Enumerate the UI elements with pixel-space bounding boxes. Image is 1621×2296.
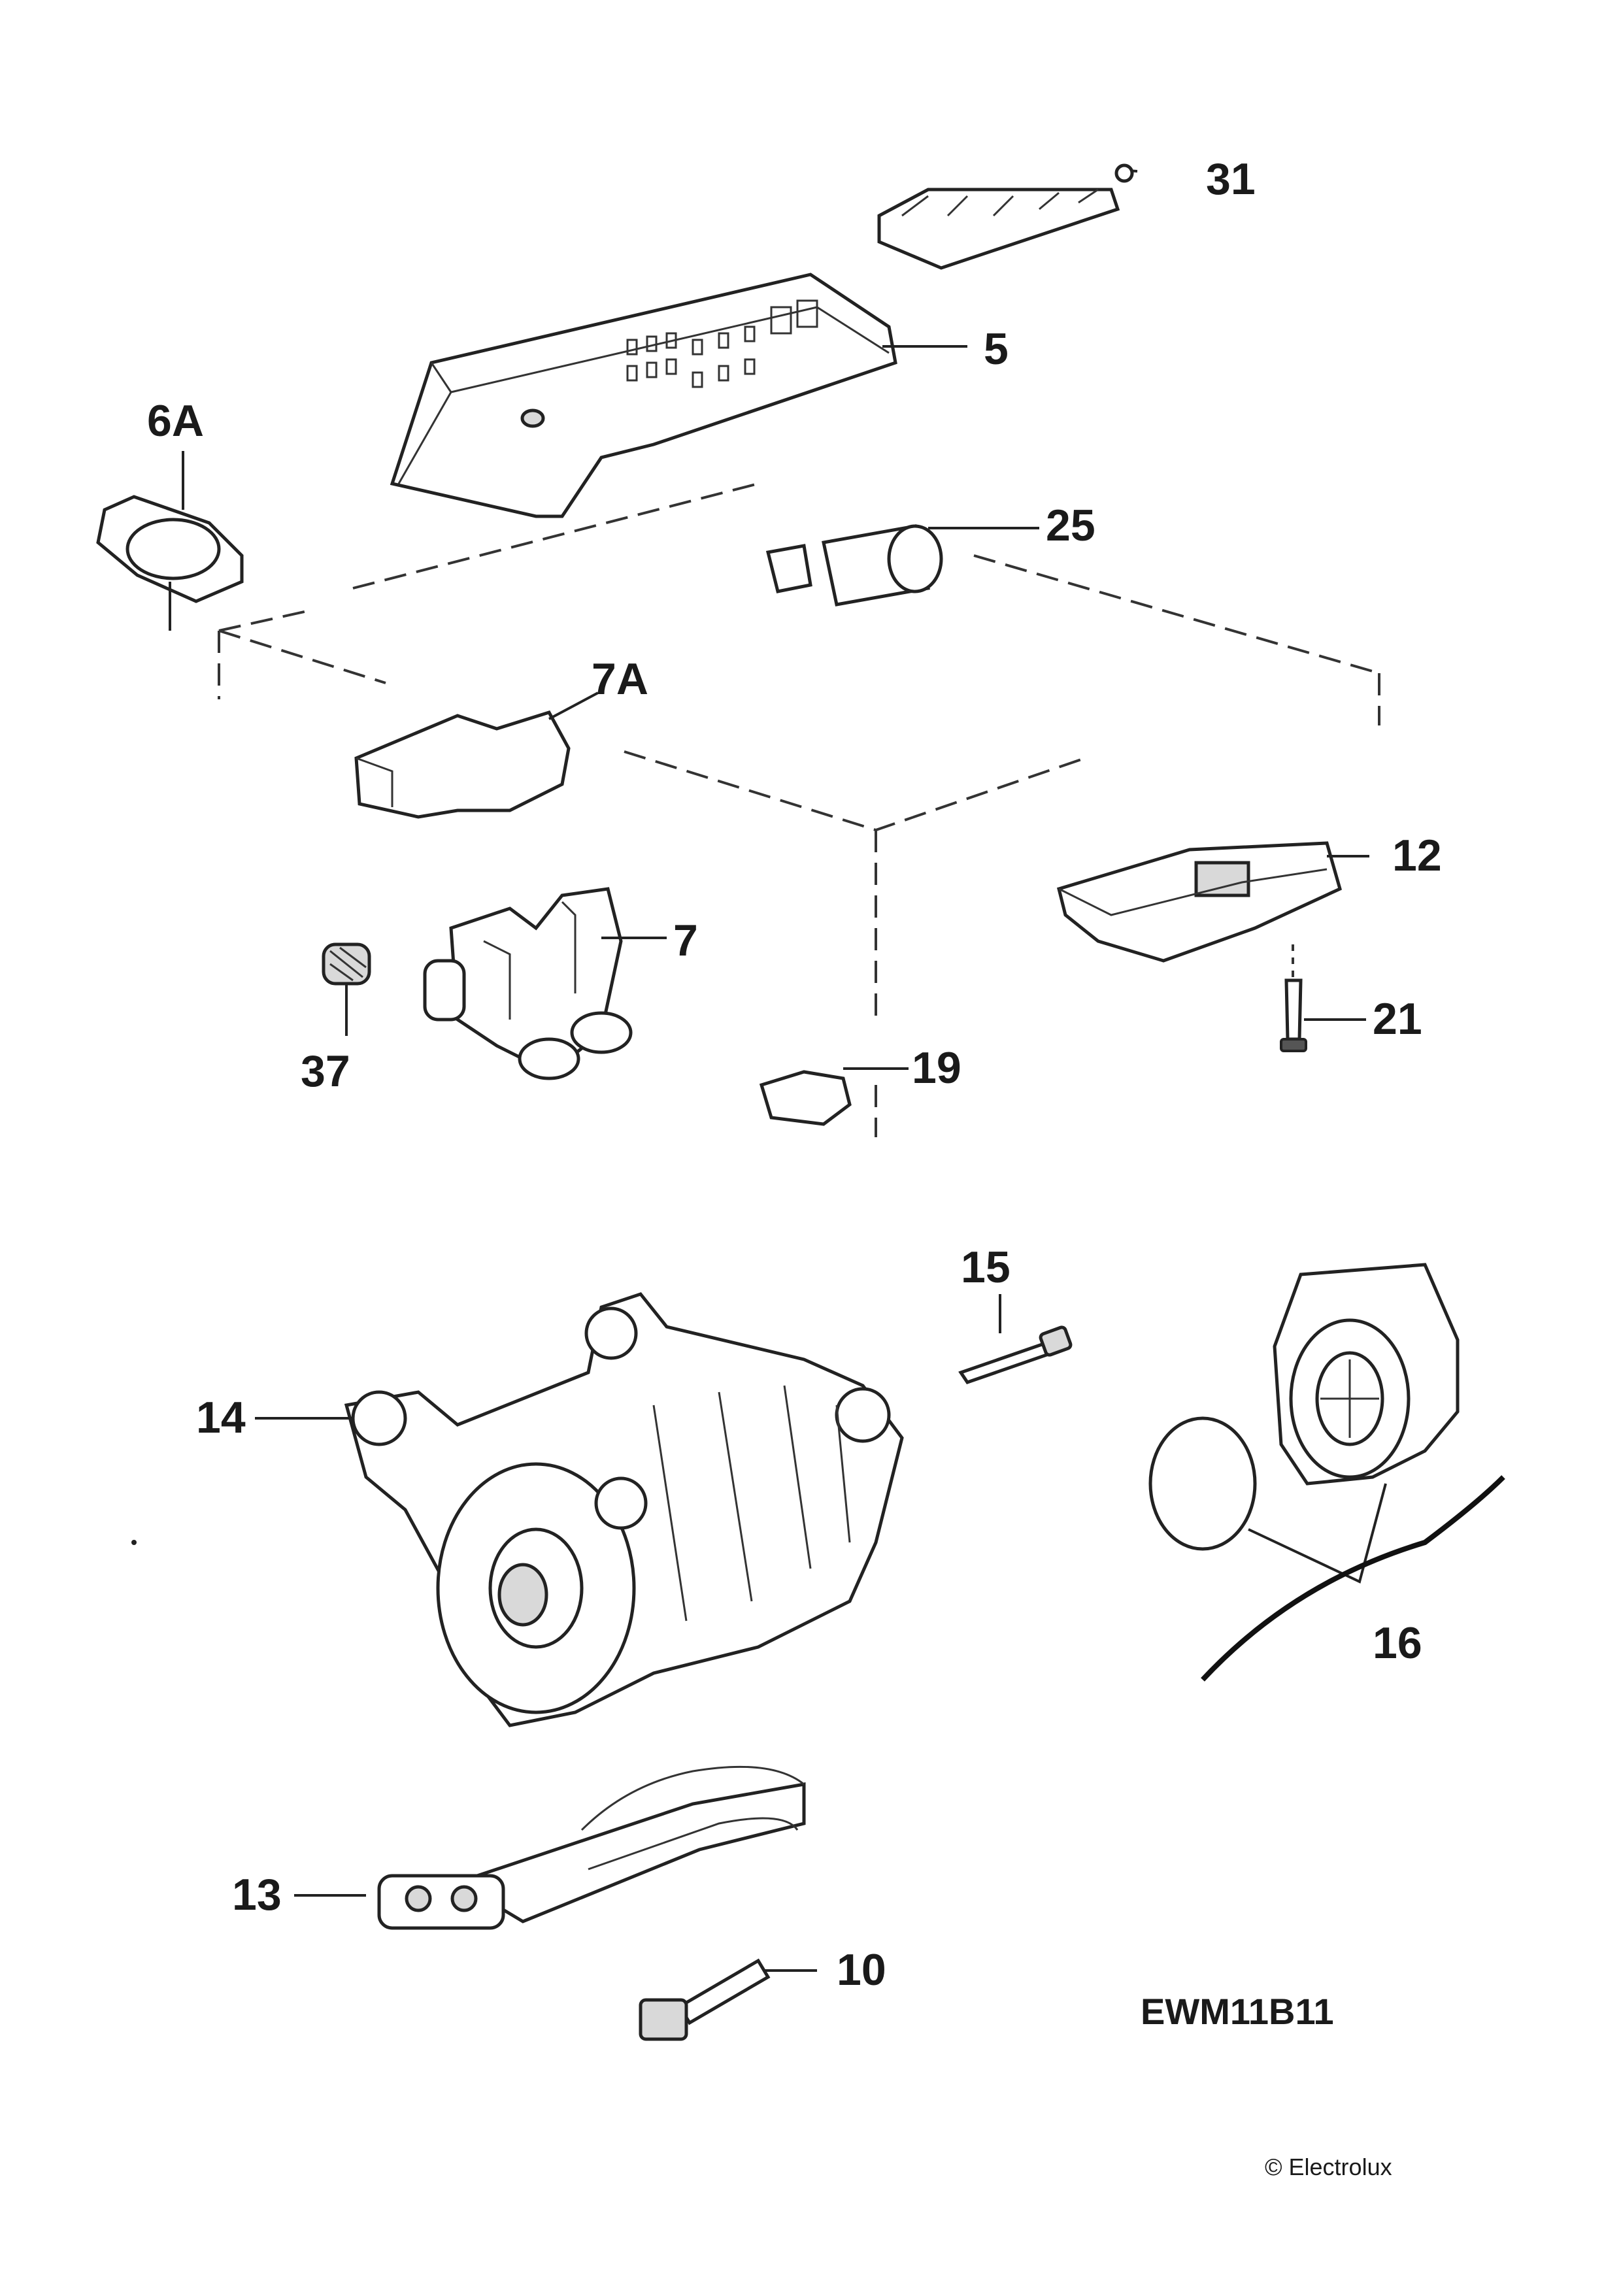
- part-19-connector[interactable]: [759, 1067, 909, 1126]
- part-16-drain-pump[interactable]: [1148, 1263, 1505, 1682]
- label-part-15: 15: [961, 1242, 1011, 1292]
- ink-dot: [131, 1540, 137, 1545]
- part-12-door-interlock[interactable]: [1056, 841, 1369, 963]
- label-part-5: 5: [984, 324, 1009, 374]
- label-part-25: 25: [1046, 501, 1095, 550]
- label-part-12: 12: [1392, 831, 1442, 880]
- part-7-inlet-valve[interactable]: [423, 887, 667, 1080]
- part-25-capacitor[interactable]: [765, 524, 1039, 607]
- part-14-motor[interactable]: [255, 1292, 904, 1727]
- part-13-heating-element[interactable]: [294, 1765, 806, 1930]
- label-part-31: 31: [1206, 154, 1256, 204]
- label-part-7A: 7A: [592, 654, 648, 704]
- label-part-13: 13: [232, 1870, 282, 1920]
- assembly-outline: [218, 482, 1380, 1137]
- label-part-14: 14: [196, 1393, 246, 1442]
- label-part-19: 19: [912, 1043, 961, 1093]
- part-5-control-board[interactable]: [390, 273, 967, 518]
- copyright-notice: © Electrolux: [1265, 2154, 1392, 2180]
- label-part-6A: 6A: [147, 396, 204, 446]
- label-part-7: 7: [673, 916, 698, 965]
- part-6A-pressure-switch[interactable]: [96, 451, 244, 631]
- label-part-10: 10: [837, 1945, 886, 1995]
- label-part-16: 16: [1373, 1618, 1422, 1668]
- part-15-bolt[interactable]: [958, 1294, 1073, 1384]
- model-number: EWM11B11: [1141, 1991, 1334, 2032]
- part-37-filter[interactable]: [322, 942, 371, 1036]
- part-7A-valve-cover[interactable]: [354, 691, 599, 819]
- label-part-21: 21: [1373, 994, 1422, 1044]
- part-31-key-strip[interactable]: [877, 163, 1138, 270]
- part-21-screw[interactable]: [1280, 944, 1366, 1052]
- part-10-ntc-sensor[interactable]: [639, 1958, 817, 2041]
- label-part-37: 37: [301, 1046, 350, 1096]
